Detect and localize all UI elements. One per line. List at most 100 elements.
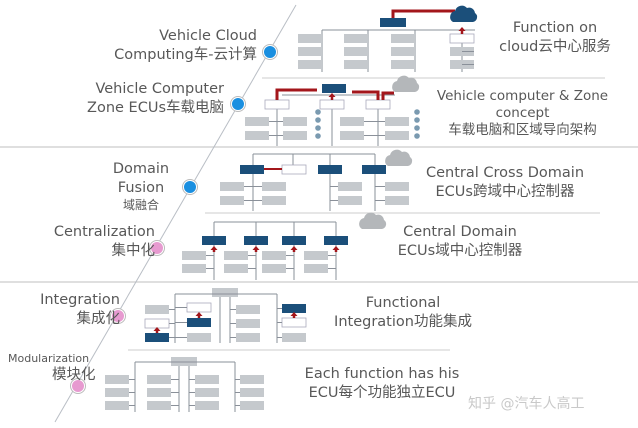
arrow-up-icon: [332, 246, 340, 250]
ecu-box: [391, 47, 415, 56]
central-ecu-box: [145, 333, 169, 342]
zone-node-icon: [414, 133, 420, 139]
function-box: [449, 33, 475, 44]
ecu-box: [298, 34, 322, 43]
stage-1-right-label: Function on cloud云中心服务: [480, 19, 630, 57]
watermark: 知乎 @汽车人高工: [468, 396, 585, 412]
ecu-box: [220, 196, 244, 205]
ecu-box: [385, 182, 409, 191]
central-ecu-box: [240, 165, 264, 174]
label-line: 集成化: [76, 311, 121, 327]
ecu-box: [105, 401, 129, 410]
ecu-box: [195, 401, 219, 410]
central-ecu-box: [282, 236, 306, 245]
arrow-up-icon: [290, 246, 298, 250]
ecu-box: [298, 47, 322, 56]
ecu-box: [283, 131, 307, 140]
stage-6-left-label: Modularization 模块化: [8, 352, 96, 385]
label-line: 车载电脑和区域导向架构: [448, 122, 597, 138]
ecu-box: [385, 131, 409, 140]
ecu-box: [147, 401, 171, 410]
ecu-box: [105, 375, 129, 384]
label-line: Integration: [40, 292, 120, 308]
ecu-box: [240, 388, 264, 397]
label-line: Modularization: [8, 352, 90, 365]
red-arrow-path: [275, 88, 317, 100]
arrow-up-icon: [210, 246, 218, 250]
label-line: concept: [495, 105, 550, 121]
central-ecu-box: [362, 165, 386, 174]
ecu-box: [236, 333, 260, 342]
ecu-box: [145, 305, 169, 314]
label-line: ECUs跨域中心控制器: [435, 184, 575, 200]
arrow-up-icon: [458, 27, 466, 31]
red-arrow-path: [381, 91, 394, 100]
cloud-icon: [385, 149, 413, 166]
timeline-bullet-icon: [232, 98, 244, 110]
label-line: Centralization: [53, 224, 155, 240]
central-ecu-box: [187, 318, 211, 327]
central-ecu-box: [282, 304, 306, 313]
central-ecu-box: [202, 236, 226, 245]
ecu-box: [391, 60, 415, 69]
zone-node-icon: [414, 125, 420, 131]
ecu-box: [182, 251, 206, 260]
label-line: Central Cross Domain: [425, 165, 585, 181]
label-line: cloud云中心服务: [499, 39, 611, 55]
central-ecu-box: [380, 18, 406, 27]
stage-5-left-label: Integration 集成化: [40, 291, 120, 329]
function-box: [186, 302, 212, 313]
function-box: [144, 318, 170, 329]
arrow-up-icon: [153, 327, 161, 331]
ecu-box: [340, 117, 364, 126]
red-arrow-path: [391, 9, 455, 18]
arrow-up-icon: [252, 246, 260, 250]
zone-node-icon: [315, 109, 321, 115]
central-ecu-box: [324, 236, 348, 245]
label-line: Zone ECUs车载电脑: [87, 100, 224, 116]
ecu-box: [212, 288, 238, 297]
label-line: Fusion: [117, 180, 165, 196]
function-box: [264, 99, 290, 110]
label-line: Domain: [112, 161, 170, 177]
ecu-box: [262, 264, 286, 273]
label-line: Integration功能集成: [334, 314, 472, 330]
ecu-box: [187, 333, 211, 342]
ecu-box: [338, 182, 362, 191]
label-line: Central Domain: [403, 224, 517, 240]
ecu-box: [147, 375, 171, 384]
ecu-box: [304, 251, 328, 260]
ecu-box: [224, 251, 248, 260]
ecu-box: [262, 251, 286, 260]
label-line: Vehicle Cloud: [159, 28, 257, 44]
red-arrow-path: [352, 90, 380, 100]
ecu-box: [105, 388, 129, 397]
function-box: [319, 99, 345, 110]
timeline-diagonal: [54, 4, 297, 423]
label-line: ECU每个功能独立ECU: [308, 385, 456, 401]
function-box: [281, 317, 307, 328]
ecu-box: [282, 333, 306, 342]
cloud-icon: [392, 75, 420, 92]
ecu-box: [240, 375, 264, 384]
label-line: 模块化: [52, 367, 96, 383]
label-line: Vehicle computer & Zone: [436, 88, 609, 104]
ecu-box: [298, 60, 322, 69]
ecu-box: [147, 388, 171, 397]
label-line: Function on: [512, 20, 598, 36]
ecu-box: [385, 117, 409, 126]
zone-node-icon: [414, 117, 420, 123]
zone-node-icon: [315, 133, 321, 139]
ecu-box: [344, 34, 368, 43]
arrow-up-icon: [195, 312, 203, 316]
ecu-box: [195, 388, 219, 397]
label-line: 集中化: [111, 243, 156, 259]
